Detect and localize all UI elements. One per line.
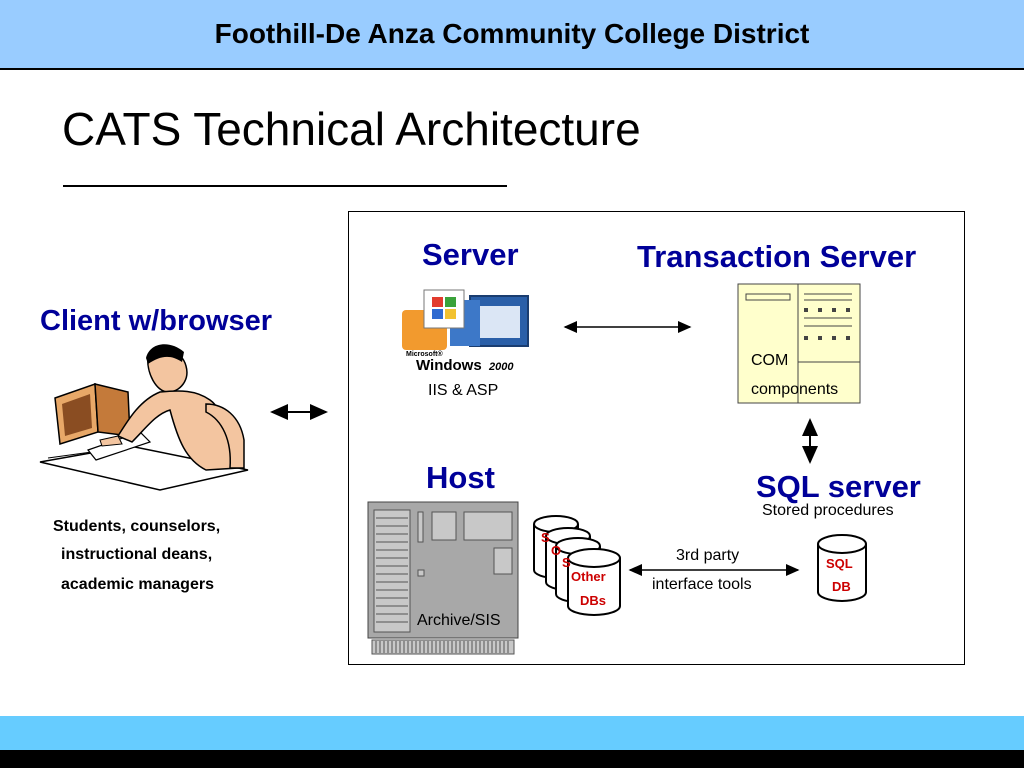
db-stack-label-3: S (562, 555, 571, 570)
footer-band (0, 716, 1024, 750)
sql-db-line2: DB (832, 579, 851, 594)
client-users-line3: academic managers (61, 576, 214, 593)
header-title: Foothill-De Anza Community College Distr… (214, 18, 810, 49)
sql-server-heading: SQL server (756, 469, 921, 504)
iis-asp-label: IIS & ASP (428, 382, 499, 399)
db-stack-label-2: O (551, 543, 561, 558)
archive-sis-label: Archive/SIS (417, 612, 501, 629)
page-title: CATS Technical Architecture (62, 103, 641, 155)
com-label: COM (751, 352, 789, 369)
windows-logo-brand: Microsoft® (406, 350, 444, 358)
other-dbs-line1: Other (571, 569, 606, 584)
sql-database-icon (817, 534, 867, 602)
host-heading: Host (426, 460, 495, 495)
stored-procedures-label: Stored procedures (762, 502, 894, 519)
client-computer-icon (39, 344, 249, 491)
transaction-server-heading: Transaction Server (637, 239, 917, 274)
transaction-server-icon (737, 283, 861, 404)
windows-2000-logo-icon (402, 289, 529, 350)
interface-label-line1: 3rd party (676, 547, 740, 564)
sql-db-line1: SQL (826, 556, 853, 571)
title-underline (63, 185, 507, 187)
windows-logo-version: 2000 (488, 361, 514, 373)
db-stack-label-1: S (541, 530, 550, 545)
interface-label-line2: interface tools (652, 576, 752, 593)
host-mainframe-icon (367, 501, 519, 655)
other-dbs-line2: DBs (580, 593, 606, 608)
client-users-line1: Students, counselors, (53, 518, 221, 535)
header-bar (0, 0, 1024, 70)
server-heading: Server (422, 237, 519, 272)
components-label: components (751, 381, 839, 398)
windows-logo-text: Windows (416, 357, 482, 374)
other-databases-icon (533, 515, 621, 616)
client-heading: Client w/browser (40, 305, 273, 337)
footer-bar (0, 750, 1024, 768)
architecture-frame (348, 211, 965, 665)
client-users-line2: instructional deans, (61, 546, 213, 563)
